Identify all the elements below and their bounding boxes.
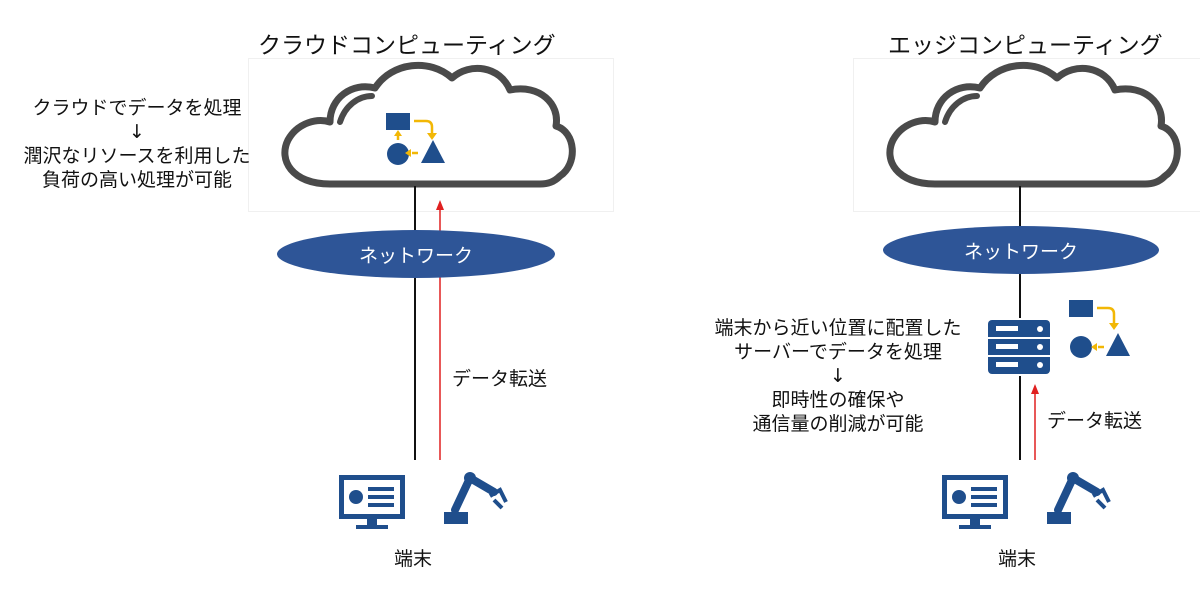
edge-terminal-label: 端末 bbox=[998, 548, 1037, 570]
edge-desc-line-2: サーバーでデータを処理 bbox=[734, 341, 942, 363]
cloud-desc-line-3: 負荷の高い処理が可能 bbox=[41, 169, 232, 191]
edge-desc-line-4: 通信量の削減が可能 bbox=[752, 413, 924, 435]
edge-desc-arrow: ↓ bbox=[830, 365, 846, 387]
cloud-desc-line-2: 潤沢なリソースを利用した bbox=[23, 145, 251, 167]
edge-description: 端末から近い位置に配置した サーバーでデータを処理 ↓ 即時性の確保や 通信量の… bbox=[688, 316, 988, 436]
cloud-transfer-label: データ転送 bbox=[452, 368, 548, 390]
edge-desc-line-3: 即時性の確保や bbox=[771, 389, 905, 411]
cloud-terminal-label: 端末 bbox=[394, 548, 433, 570]
cloud-desc-line-1: クラウドでデータを処理 bbox=[32, 97, 242, 119]
cloud-description: クラウドでデータを処理 ↓ 潤沢なリソースを利用した 負荷の高い処理が可能 bbox=[12, 96, 262, 192]
edge-network-pill: ネットワーク bbox=[883, 226, 1159, 274]
cloud-title: クラウドコンピューティング bbox=[258, 33, 556, 59]
cloud-network-pill: ネットワーク bbox=[277, 230, 555, 278]
edge-transfer-label: データ転送 bbox=[1047, 410, 1143, 432]
edge-desc-line-1: 端末から近い位置に配置した bbox=[714, 317, 962, 339]
edge-network-label: ネットワーク bbox=[963, 240, 1078, 263]
cloud-network-label: ネットワーク bbox=[358, 244, 473, 267]
cloud-desc-arrow: ↓ bbox=[129, 121, 145, 143]
edge-title: エッジコンピューティング bbox=[888, 33, 1163, 59]
